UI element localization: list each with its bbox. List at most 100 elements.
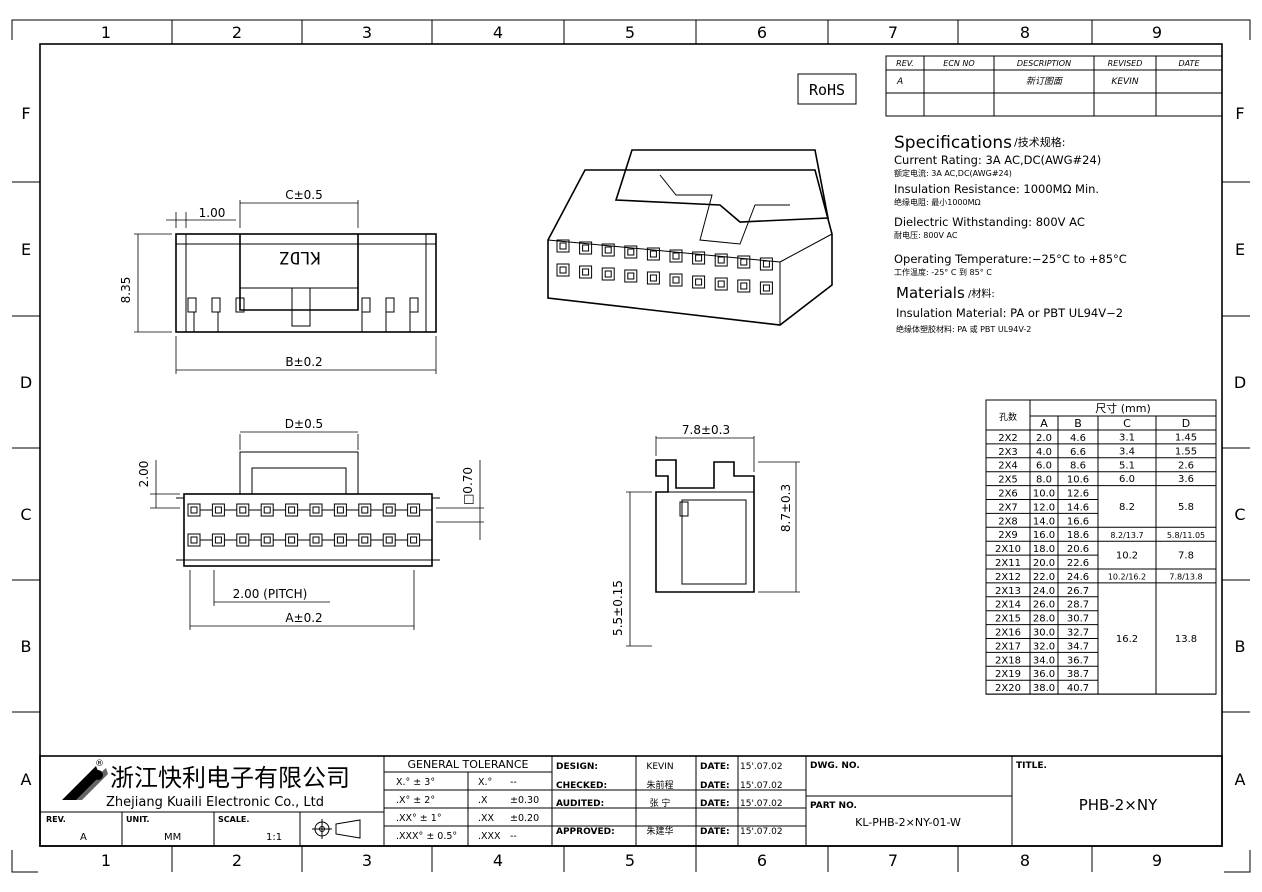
size-table-cell: 2.0	[1036, 433, 1052, 444]
tolerance-linear-value: --	[510, 831, 517, 842]
size-table-cell: 5.8	[1178, 502, 1194, 513]
zone-column-label: 6	[757, 23, 767, 42]
rev-table-header: DESCRIPTION	[1017, 59, 1071, 68]
tolerance-title: GENERAL TOLERANCE	[407, 758, 528, 771]
zone-row-label: B	[21, 637, 32, 656]
materials-en: Insulation Material: PA or PBT UL94V−2	[896, 306, 1123, 320]
zone-row-label: E	[21, 240, 31, 259]
company-name-en: Zhejiang Kuaili Electronic Co., Ltd	[106, 795, 324, 810]
size-table-cell: 2X13	[995, 586, 1021, 597]
zone-row-label: C	[20, 505, 31, 524]
rev-table-cell: A	[896, 77, 903, 87]
size-table-size-header: 尺寸 (mm)	[1095, 401, 1151, 415]
size-table-cell: 10.2/16.2	[1108, 572, 1146, 581]
size-table-cell: 10.2	[1116, 551, 1138, 562]
size-table-cell: 2X19	[995, 669, 1021, 680]
zone-column-label: 4	[493, 851, 503, 870]
specs-title: Specifications	[894, 133, 1012, 153]
size-table-col-header: C	[1123, 417, 1131, 430]
spec-insulation-en: Insulation Resistance: 1000MΩ Min.	[894, 182, 1099, 196]
zone-column-label: 5	[625, 23, 635, 42]
size-table-cell: 5.1	[1119, 460, 1135, 471]
dim-c: C±0.5	[285, 188, 323, 202]
signoff-name: 朱建华	[646, 825, 673, 837]
size-table-cell: 20.0	[1033, 558, 1055, 569]
size-table-cell: 6.6	[1070, 447, 1086, 458]
rev-table-cell: 新订图面	[1026, 76, 1064, 87]
brand-mark: KLDZ	[280, 247, 321, 267]
size-table-cell: 38.0	[1033, 683, 1055, 694]
signoff-label: APPROVED:	[556, 827, 615, 837]
size-table-cell: 4.0	[1036, 447, 1052, 458]
dim-a: A±0.2	[285, 611, 322, 625]
rev-value: A	[80, 832, 87, 843]
zone-column-label: 9	[1152, 23, 1162, 42]
size-table-cell: 30.7	[1067, 614, 1089, 625]
spec-dielectric-cn: 耐电压: 800V AC	[894, 230, 958, 240]
zone-row-label: B	[1235, 637, 1246, 656]
size-table-col-header: D	[1182, 417, 1190, 430]
date-value: 15'.07.02	[740, 762, 783, 772]
tolerance-linear-label: .X	[478, 795, 488, 806]
size-table-cell: 28.7	[1067, 600, 1089, 611]
size-table-cell: 2X10	[995, 544, 1021, 555]
materials-title: Materials	[896, 284, 965, 302]
tolerance-linear-label: .XX	[478, 813, 495, 824]
size-table-col-header: A	[1040, 417, 1048, 430]
size-table-cell: 5.8/11.05	[1167, 531, 1205, 540]
size-table-cell: 2X4	[998, 461, 1018, 472]
dim-pitch: 2.00 (PITCH)	[233, 587, 308, 601]
size-table-cell: 26.0	[1033, 600, 1055, 611]
zone-row-label: F	[21, 104, 30, 123]
size-table-cell: 13.8	[1175, 634, 1197, 645]
size-table-cell: 40.7	[1067, 683, 1089, 694]
materials-title-cn: /材料:	[968, 287, 995, 300]
size-table-cell: 24.0	[1033, 586, 1055, 597]
size-table-cell: 34.7	[1067, 641, 1089, 652]
zone-column-label: 2	[232, 23, 242, 42]
title-block: ® 浙江快利电子有限公司 Zhejiang Kuaili Electronic …	[39, 755, 1223, 847]
size-table-cell: 18.6	[1067, 530, 1089, 541]
tolerance-angle: .XX° ± 1°	[396, 813, 442, 824]
zone-column-label: 7	[888, 23, 898, 42]
dim-one: 1.00	[199, 206, 226, 220]
size-table-cell: 2X18	[995, 655, 1021, 666]
size-table-cell: 2X16	[995, 628, 1021, 639]
size-table-cell: 36.0	[1033, 669, 1055, 680]
projection-symbol-icon	[312, 819, 361, 839]
size-table-cell: 8.2/13.7	[1110, 531, 1143, 540]
size-table-cell: 3.4	[1119, 446, 1135, 457]
zone-column-label: 4	[493, 23, 503, 42]
size-table-cell: 16.6	[1067, 516, 1089, 527]
date-label: DATE:	[700, 781, 730, 791]
materials-cn: 绝缘体塑胶材料: PA 或 PBT UL94V-2	[896, 324, 1031, 334]
svg-text:®: ®	[95, 759, 104, 769]
date-label: DATE:	[700, 799, 730, 809]
size-table-cell: 2X6	[998, 489, 1018, 500]
size-table-cell: 1.45	[1175, 432, 1197, 443]
signoff-name: 张 宁	[650, 797, 671, 809]
size-table-cell: 2X2	[998, 433, 1018, 444]
title-label: TITLE.	[1016, 761, 1047, 771]
zone-column-label: 1	[101, 23, 111, 42]
zone-column-label: 9	[1152, 851, 1162, 870]
unit-value: MM	[164, 832, 181, 843]
size-table-cell: 3.6	[1178, 474, 1194, 485]
dim-side-h2: 5.5±0.15	[611, 580, 625, 636]
size-table-hole-header: 孔数	[999, 411, 1017, 423]
size-table-cell: 2X3	[998, 447, 1018, 458]
tolerance-angle: .XXX° ± 0.5°	[396, 831, 457, 842]
zone-column-label: 6	[757, 851, 767, 870]
rev-table-cell: KEVIN	[1111, 77, 1138, 87]
tolerance-linear-label: X.°	[478, 777, 492, 788]
part-no-label: PART NO.	[810, 801, 857, 811]
size-table-cell: 10.0	[1033, 489, 1055, 500]
size-table-cell: 3.1	[1119, 432, 1135, 443]
date-label: DATE:	[700, 827, 730, 837]
size-table-cell: 12.6	[1067, 489, 1089, 500]
signoff-label: CHECKED:	[556, 781, 607, 791]
dim-side-h: 8.7±0.3	[779, 484, 793, 532]
spec-temp-cn: 工作温度: -25° C 到 85° C	[894, 267, 992, 277]
top-view-drawing: KLDZ C±0.5 1.00 8.35 B±0.2	[119, 188, 437, 374]
